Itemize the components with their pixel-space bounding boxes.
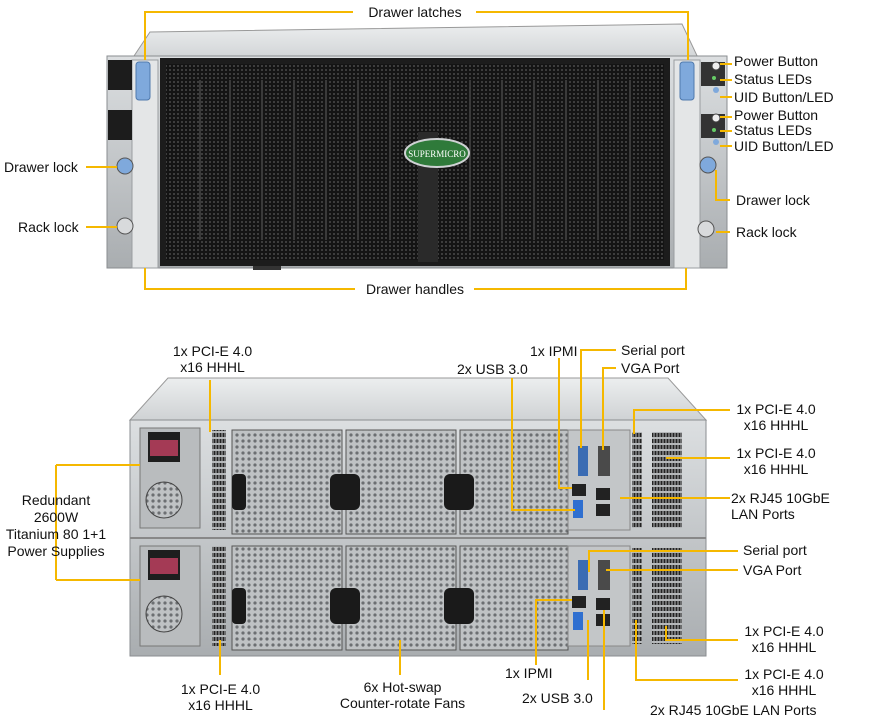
label-rack-lock-left: Rack lock bbox=[18, 219, 79, 235]
label-drawer-handles: Drawer handles bbox=[365, 281, 465, 297]
rear-io-lower bbox=[567, 545, 682, 647]
front-chassis bbox=[106, 23, 728, 270]
front-callouts bbox=[86, 11, 732, 290]
label-line: 1x PCI-E 4.0 bbox=[172, 343, 253, 359]
label-upper-uid: UID Button/LED bbox=[734, 89, 834, 105]
label-rj45-bottom: 2x RJ45 10GbE LAN Ports bbox=[650, 702, 817, 718]
label-lower-uid: UID Button/LED bbox=[734, 138, 834, 154]
usb-ports-lower[interactable] bbox=[573, 612, 583, 630]
lower-uid-button[interactable] bbox=[713, 139, 719, 145]
lower-status-led bbox=[712, 128, 716, 132]
supermicro-logo bbox=[404, 138, 470, 168]
label-line: x16 HHHL bbox=[743, 417, 809, 433]
label-line: 2600W bbox=[33, 509, 79, 525]
power-supply-top bbox=[139, 427, 201, 529]
ipmi-port-upper[interactable] bbox=[572, 484, 586, 496]
label-power-supplies: Redundant 2600W Titanium 80 1+1 Power Su… bbox=[0, 492, 112, 560]
serial-port-lower[interactable] bbox=[578, 560, 588, 590]
drive-bays bbox=[199, 80, 631, 240]
label-upper-status-leds: Status LEDs bbox=[734, 71, 812, 87]
rack-lock-left[interactable] bbox=[116, 217, 134, 235]
label-rack-lock-right: Rack lock bbox=[736, 224, 797, 240]
label-line: 6x Hot-swap bbox=[363, 679, 442, 695]
label-line: x16 HHHL bbox=[743, 461, 809, 477]
usb-ports-upper[interactable] bbox=[573, 500, 583, 518]
label-line: x16 HHHL bbox=[180, 359, 245, 375]
label-line: 1x PCI-E 4.0 bbox=[744, 666, 824, 682]
label-pcie-right-2: 1x PCI-E 4.0 x16 HHHL bbox=[730, 445, 822, 477]
lan-port-upper-1[interactable] bbox=[596, 488, 610, 500]
logo-text: SUPERMICRO bbox=[408, 149, 466, 159]
rear-io-upper bbox=[567, 429, 682, 531]
label-line: 2x RJ45 10GbE bbox=[731, 490, 830, 506]
label-vga-top: VGA Port bbox=[621, 360, 680, 376]
label-serial-top: Serial port bbox=[621, 342, 685, 358]
upper-status-led bbox=[712, 76, 716, 80]
drawer-latch-right[interactable] bbox=[679, 61, 695, 101]
label-line: LAN Ports bbox=[731, 506, 795, 522]
upper-power-button[interactable] bbox=[711, 61, 721, 71]
pcie-slot-lower-left bbox=[212, 546, 226, 646]
label-vga-bottom: VGA Port bbox=[743, 562, 802, 578]
drawer-lock-right[interactable] bbox=[699, 156, 717, 174]
vga-port-lower[interactable] bbox=[598, 560, 610, 590]
label-line: 1x PCI-E 4.0 bbox=[180, 681, 261, 697]
lan-port-upper-2[interactable] bbox=[596, 504, 610, 516]
label-line: 1x PCI-E 4.0 bbox=[736, 401, 816, 417]
drawer-lock-left[interactable] bbox=[116, 157, 134, 175]
label-drawer-lock-right: Drawer lock bbox=[736, 192, 810, 208]
label-lower-power-button: Power Button bbox=[734, 107, 819, 123]
label-line: x16 HHHL bbox=[751, 682, 817, 698]
label-ipmi-bottom: 1x IPMI bbox=[505, 665, 553, 681]
label-pcie-right-3: 1x PCI-E 4.0 x16 HHHL bbox=[738, 623, 830, 655]
fan-bank bbox=[231, 429, 569, 651]
label-fans: 6x Hot-swap Counter-rotate Fans bbox=[330, 679, 475, 711]
label-line: Counter-rotate Fans bbox=[339, 695, 466, 711]
label-drawer-latches: Drawer latches bbox=[368, 4, 462, 20]
serial-port-upper[interactable] bbox=[578, 446, 588, 476]
rack-lock-right[interactable] bbox=[697, 220, 715, 238]
label-serial-bottom: Serial port bbox=[743, 542, 807, 558]
label-line: Titanium 80 1+1 bbox=[5, 526, 107, 542]
label-pcie-right-1: 1x PCI-E 4.0 x16 HHHL bbox=[730, 401, 822, 433]
label-usb-bottom: 2x USB 3.0 bbox=[522, 690, 593, 706]
power-supply-bottom bbox=[139, 545, 201, 647]
drawer-latch-left[interactable] bbox=[135, 61, 151, 101]
label-line: 1x PCI-E 4.0 bbox=[744, 623, 824, 639]
label-ipmi-top: 1x IPMI bbox=[530, 343, 578, 359]
label-rj45-top: 2x RJ45 10GbE LAN Ports bbox=[731, 490, 830, 522]
lower-power-button[interactable] bbox=[711, 113, 721, 123]
label-drawer-lock-left: Drawer lock bbox=[4, 159, 78, 175]
label-pcie-top-left: 1x PCI-E 4.0 x16 HHHL bbox=[160, 343, 265, 375]
label-line: Redundant bbox=[21, 492, 91, 508]
label-usb-top: 2x USB 3.0 bbox=[457, 361, 528, 377]
label-upper-power-button: Power Button bbox=[734, 53, 819, 69]
label-pcie-bottom-left: 1x PCI-E 4.0 x16 HHHL bbox=[168, 681, 273, 713]
label-line: Power Supplies bbox=[7, 543, 105, 559]
label-line: 1x PCI-E 4.0 bbox=[736, 445, 816, 461]
vga-port-upper[interactable] bbox=[598, 446, 610, 476]
lan-port-lower-1[interactable] bbox=[596, 598, 610, 610]
ipmi-port-lower[interactable] bbox=[572, 596, 586, 608]
label-line: x16 HHHL bbox=[188, 697, 253, 713]
label-pcie-right-4: 1x PCI-E 4.0 x16 HHHL bbox=[738, 666, 830, 698]
pcie-slot-upper-left bbox=[212, 430, 226, 530]
label-line: x16 HHHL bbox=[751, 639, 817, 655]
label-lower-status-leds: Status LEDs bbox=[734, 122, 812, 138]
rear-callouts bbox=[55, 349, 738, 710]
upper-uid-button[interactable] bbox=[713, 87, 719, 93]
